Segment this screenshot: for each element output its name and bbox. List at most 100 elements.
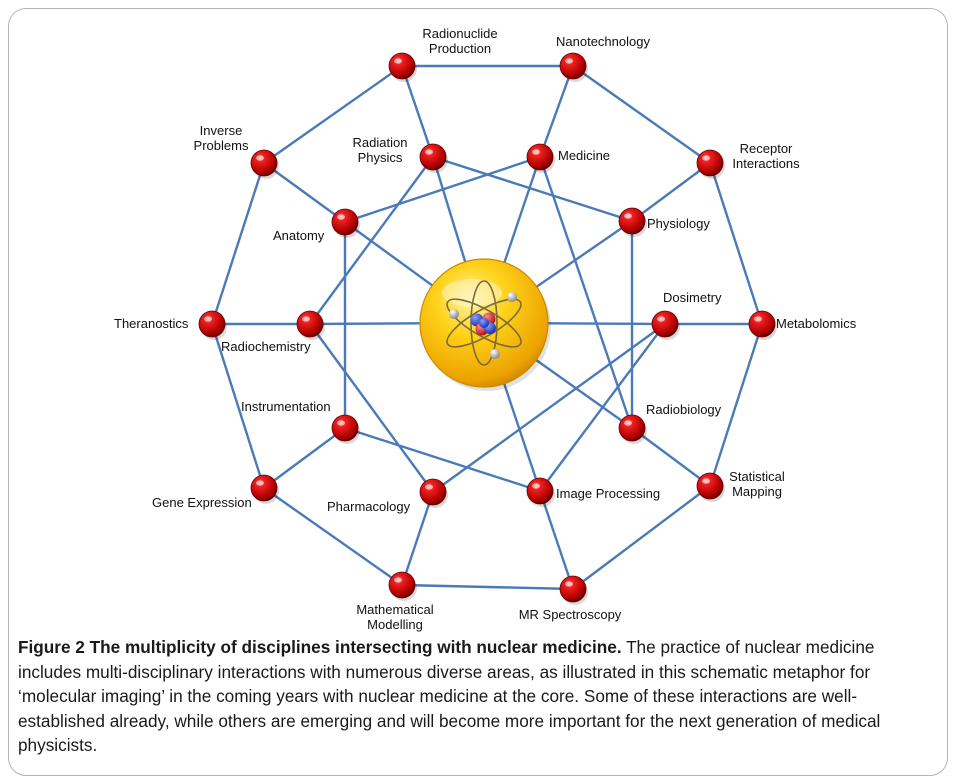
node-label: Anatomy bbox=[273, 228, 325, 243]
node-sphere bbox=[331, 414, 359, 442]
node-label: Physiology bbox=[647, 216, 710, 231]
node-label-line: Anatomy bbox=[273, 228, 325, 243]
node-label-line: Mapping bbox=[732, 484, 782, 499]
node-radiobiology: Radiobiology bbox=[618, 402, 722, 444]
node-label: Radiobiology bbox=[646, 402, 722, 417]
edge-mathmodel-gene bbox=[262, 486, 404, 587]
node-sphere bbox=[388, 52, 416, 80]
node-label-line: Dosimetry bbox=[663, 290, 722, 305]
node-label-line: Physiology bbox=[647, 216, 710, 231]
node-label-line: Physics bbox=[358, 150, 403, 165]
node-label: Radiochemistry bbox=[221, 339, 311, 354]
edge-medicine-core bbox=[502, 155, 542, 266]
edge-statmap-radiobiology bbox=[630, 426, 712, 488]
node-sphere bbox=[296, 310, 324, 338]
node-anatomy: Anatomy bbox=[273, 208, 360, 243]
edge-physiology-core bbox=[533, 219, 634, 290]
edge-mathmodel-pharmacology bbox=[400, 490, 435, 587]
node-label: Gene Expression bbox=[152, 495, 252, 510]
node-nanotech: Nanotechnology bbox=[556, 34, 650, 82]
node-sphere bbox=[696, 149, 724, 177]
node-sphere bbox=[559, 52, 587, 80]
node-label-line: Production bbox=[429, 41, 491, 56]
figure-frame bbox=[8, 8, 948, 776]
node-sphere bbox=[388, 571, 416, 599]
node-sphere bbox=[748, 310, 776, 338]
edge-nanotech-receptor bbox=[571, 64, 712, 165]
node-label: Metabolomics bbox=[776, 316, 857, 331]
edge-metabolomics-statmap bbox=[708, 322, 764, 488]
node-dosimetry: Dosimetry bbox=[651, 290, 722, 340]
node-sphere bbox=[618, 414, 646, 442]
node-sphere bbox=[559, 575, 587, 603]
node-label-line: Theranostics bbox=[114, 316, 189, 331]
node-sphere bbox=[618, 207, 646, 235]
node-metabolomics: Metabolomics bbox=[748, 310, 857, 340]
node-medicine: Medicine bbox=[526, 143, 610, 173]
edge-mrspec-mathmodel bbox=[400, 583, 575, 591]
node-label: Medicine bbox=[558, 148, 610, 163]
node-label-line: Radiation bbox=[353, 135, 408, 150]
edge-anatomy-core bbox=[343, 220, 436, 288]
node-label-line: Modelling bbox=[367, 617, 423, 632]
node-mrspec: MR Spectroscopy bbox=[519, 575, 622, 622]
node-label-line: Radiochemistry bbox=[221, 339, 311, 354]
edge-radphysics-physiology bbox=[431, 155, 634, 223]
edge-layer bbox=[210, 64, 764, 591]
edge-nanotech-medicine bbox=[538, 64, 575, 159]
node-label-line: Medicine bbox=[558, 148, 610, 163]
node-label-line: Inverse bbox=[200, 123, 243, 138]
node-label-line: Gene Expression bbox=[152, 495, 252, 510]
node-label-line: Mathematical bbox=[356, 602, 433, 617]
node-label: Pharmacology bbox=[327, 499, 411, 514]
node-label-line: Metabolomics bbox=[776, 316, 857, 331]
atom-icon bbox=[446, 280, 522, 366]
node-label-line: Image Processing bbox=[556, 486, 660, 501]
edge-dosimetry-core bbox=[544, 322, 667, 326]
edge-statmap-mrspec bbox=[571, 484, 712, 591]
edge-mrspec-imageproc bbox=[538, 489, 575, 591]
node-label: Nanotechnology bbox=[556, 34, 650, 49]
node-sphere bbox=[419, 478, 447, 506]
edge-radphysics-core bbox=[431, 155, 467, 265]
node-sphere bbox=[651, 310, 679, 338]
edge-radiobiology-core bbox=[533, 357, 634, 430]
node-label: Theranostics bbox=[114, 316, 189, 331]
node-label: MR Spectroscopy bbox=[519, 607, 622, 622]
node-label-line: Radionuclide bbox=[422, 26, 497, 41]
node-sphere bbox=[419, 143, 447, 171]
node-label-line: Problems bbox=[194, 138, 249, 153]
node-pharmacology: Pharmacology bbox=[327, 478, 448, 514]
edge-medicine-radiobiology bbox=[538, 155, 634, 430]
node-label-line: Receptor bbox=[740, 141, 793, 156]
edge-imageproc-core bbox=[502, 380, 542, 493]
node-label-line: Instrumentation bbox=[241, 399, 331, 414]
edge-receptor-metabolomics bbox=[708, 161, 764, 326]
edge-inverse-anatomy bbox=[262, 161, 347, 224]
node-label-line: Pharmacology bbox=[327, 499, 411, 514]
node-physiology: Physiology bbox=[618, 207, 710, 237]
edge-theranostics-inverse bbox=[210, 161, 266, 326]
node-label: Image Processing bbox=[556, 486, 660, 501]
node-instrumentation: Instrumentation bbox=[241, 399, 360, 444]
node-sphere bbox=[198, 310, 226, 338]
node-label-line: Statistical bbox=[729, 469, 785, 484]
node-label-line: MR Spectroscopy bbox=[519, 607, 622, 622]
edge-radiochem-core bbox=[308, 322, 424, 326]
nuclear-medicine-core bbox=[419, 258, 551, 391]
node-theranostics: Theranostics bbox=[114, 310, 227, 340]
node-sphere bbox=[250, 474, 278, 502]
node-label: Dosimetry bbox=[663, 290, 722, 305]
node-label-line: Nanotechnology bbox=[556, 34, 650, 49]
node-sphere bbox=[696, 472, 724, 500]
node-gene: Gene Expression bbox=[152, 474, 279, 510]
